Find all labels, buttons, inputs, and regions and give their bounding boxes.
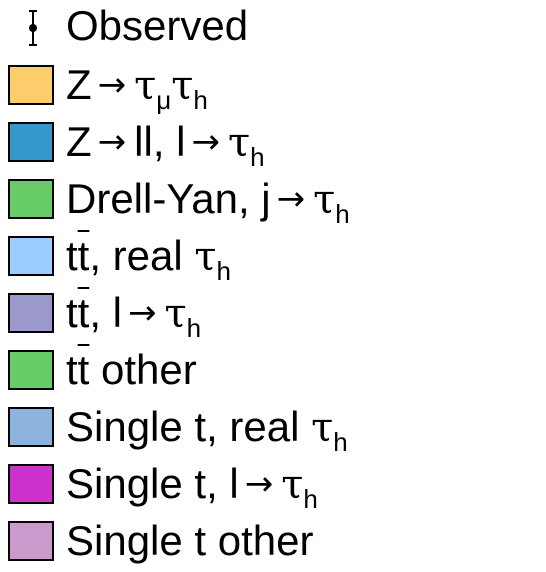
legend-entry-z-tautau: Z→τμτh (0, 61, 546, 115)
legend-swatch (8, 521, 54, 561)
legend-label: tt other (66, 346, 197, 393)
ttbar-text: tt (66, 289, 90, 336)
legend-entry-ttbar-l: tt, l→τh (0, 289, 546, 343)
legend-swatch (8, 65, 54, 105)
legend-entry-ttbar-real: tt, real τh (0, 232, 546, 286)
legend-entry-drell-yan: Drell-Yan, j→τh (0, 175, 546, 229)
legend-label: Z→τμτh (66, 61, 208, 115)
ttbar-text: tt (66, 232, 90, 279)
legend-entry-single-t-real: Single t, real τh (0, 403, 546, 457)
legend-label: tt, real τh (66, 232, 231, 286)
legend-label: Single t, real τh (66, 403, 348, 457)
legend-swatch (8, 293, 54, 333)
legend-entry-observed: Observed (0, 2, 546, 52)
observed-marker-icon (29, 10, 37, 46)
legend-label-observed: Observed (66, 2, 249, 49)
legend-swatch (8, 122, 54, 162)
legend-label: Z→ll, l→τh (66, 118, 265, 172)
legend-swatch (8, 350, 54, 390)
legend-swatch (8, 407, 54, 447)
legend-entry-single-t-l: Single t, l→τh (0, 460, 546, 514)
legend-label: Single t other (66, 517, 314, 564)
legend-swatch (8, 236, 54, 276)
legend-swatch (8, 179, 54, 219)
legend-swatch (8, 464, 54, 504)
legend-entry-ttbar-other: tt other (0, 346, 546, 396)
legend-label: tt, l→τh (66, 289, 202, 343)
legend-entry-single-t-other: Single t other (0, 517, 546, 567)
legend-label: Drell-Yan, j→τh (66, 175, 350, 229)
legend-entry-z-ll: Z→ll, l→τh (0, 118, 546, 172)
ttbar-text: tt (66, 346, 90, 393)
legend-label: Single t, l→τh (66, 460, 318, 514)
